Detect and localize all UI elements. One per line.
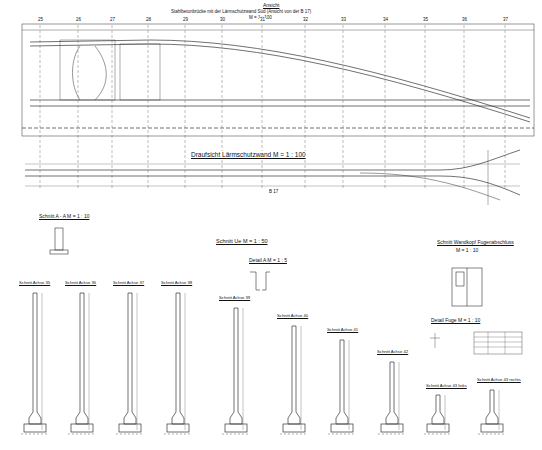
annotation: Stahlbetonbrücke mit der Lärmschutzwand … (170, 10, 312, 15)
elevation-view (22, 24, 534, 136)
view-title: Detail A M = 1 : 5 (248, 258, 288, 264)
annotation: 26 (75, 18, 82, 23)
view-title: Schnitt Achse 42 (376, 350, 409, 355)
view-title: Schnitt Wandkopf Fugenabschluss (436, 240, 515, 246)
annotation: M = 1 : 10 (455, 248, 479, 254)
annotation: 29 (182, 18, 189, 23)
view-title: Ansicht (262, 3, 280, 9)
view-title: Schnitt Achse 43 rechts (476, 378, 522, 383)
wall-sections (21, 293, 506, 434)
annotation: 32 (302, 18, 309, 23)
annotation: 35 (422, 18, 429, 23)
annotation: 37 (502, 18, 509, 23)
annotation: 27 (109, 18, 116, 23)
view-title: Detail Fuge M = 1 : 10 (430, 318, 481, 324)
annotation: 25 (37, 18, 44, 23)
view-title: Schnitt Ue M = 1 : 50 (215, 238, 269, 244)
view-title: Schnitt Achse 40 (276, 314, 309, 319)
view-title: Schnitt Achse 37 (112, 281, 145, 286)
annotation: 30 (219, 18, 226, 23)
annotation: 33 (340, 18, 347, 23)
detail-views (50, 228, 522, 354)
view-title: Schnitt Achse 39 (218, 296, 251, 301)
view-title: Schnitt Achse 41 (326, 328, 359, 333)
annotation: 36 (461, 18, 468, 23)
view-title: Schnitt Achse 36 (64, 281, 97, 286)
annotation: 28 (145, 18, 152, 23)
view-title: Schnitt A - A M = 1 : 10 (38, 214, 90, 220)
view-title: Schnitt Achse 38 (160, 281, 193, 286)
axis-lines (40, 25, 505, 190)
view-title: Schnitt Achse 35 (18, 281, 51, 286)
annotation: 31 (259, 18, 266, 23)
view-title: Schnitt Achse 43 links (425, 384, 468, 389)
plan-view (25, 150, 520, 205)
annotation: B 17 (268, 190, 279, 195)
annotation: 34 (382, 18, 389, 23)
view-title: Draufsicht Lärmschutzwand M = 1 : 100 (190, 151, 307, 158)
